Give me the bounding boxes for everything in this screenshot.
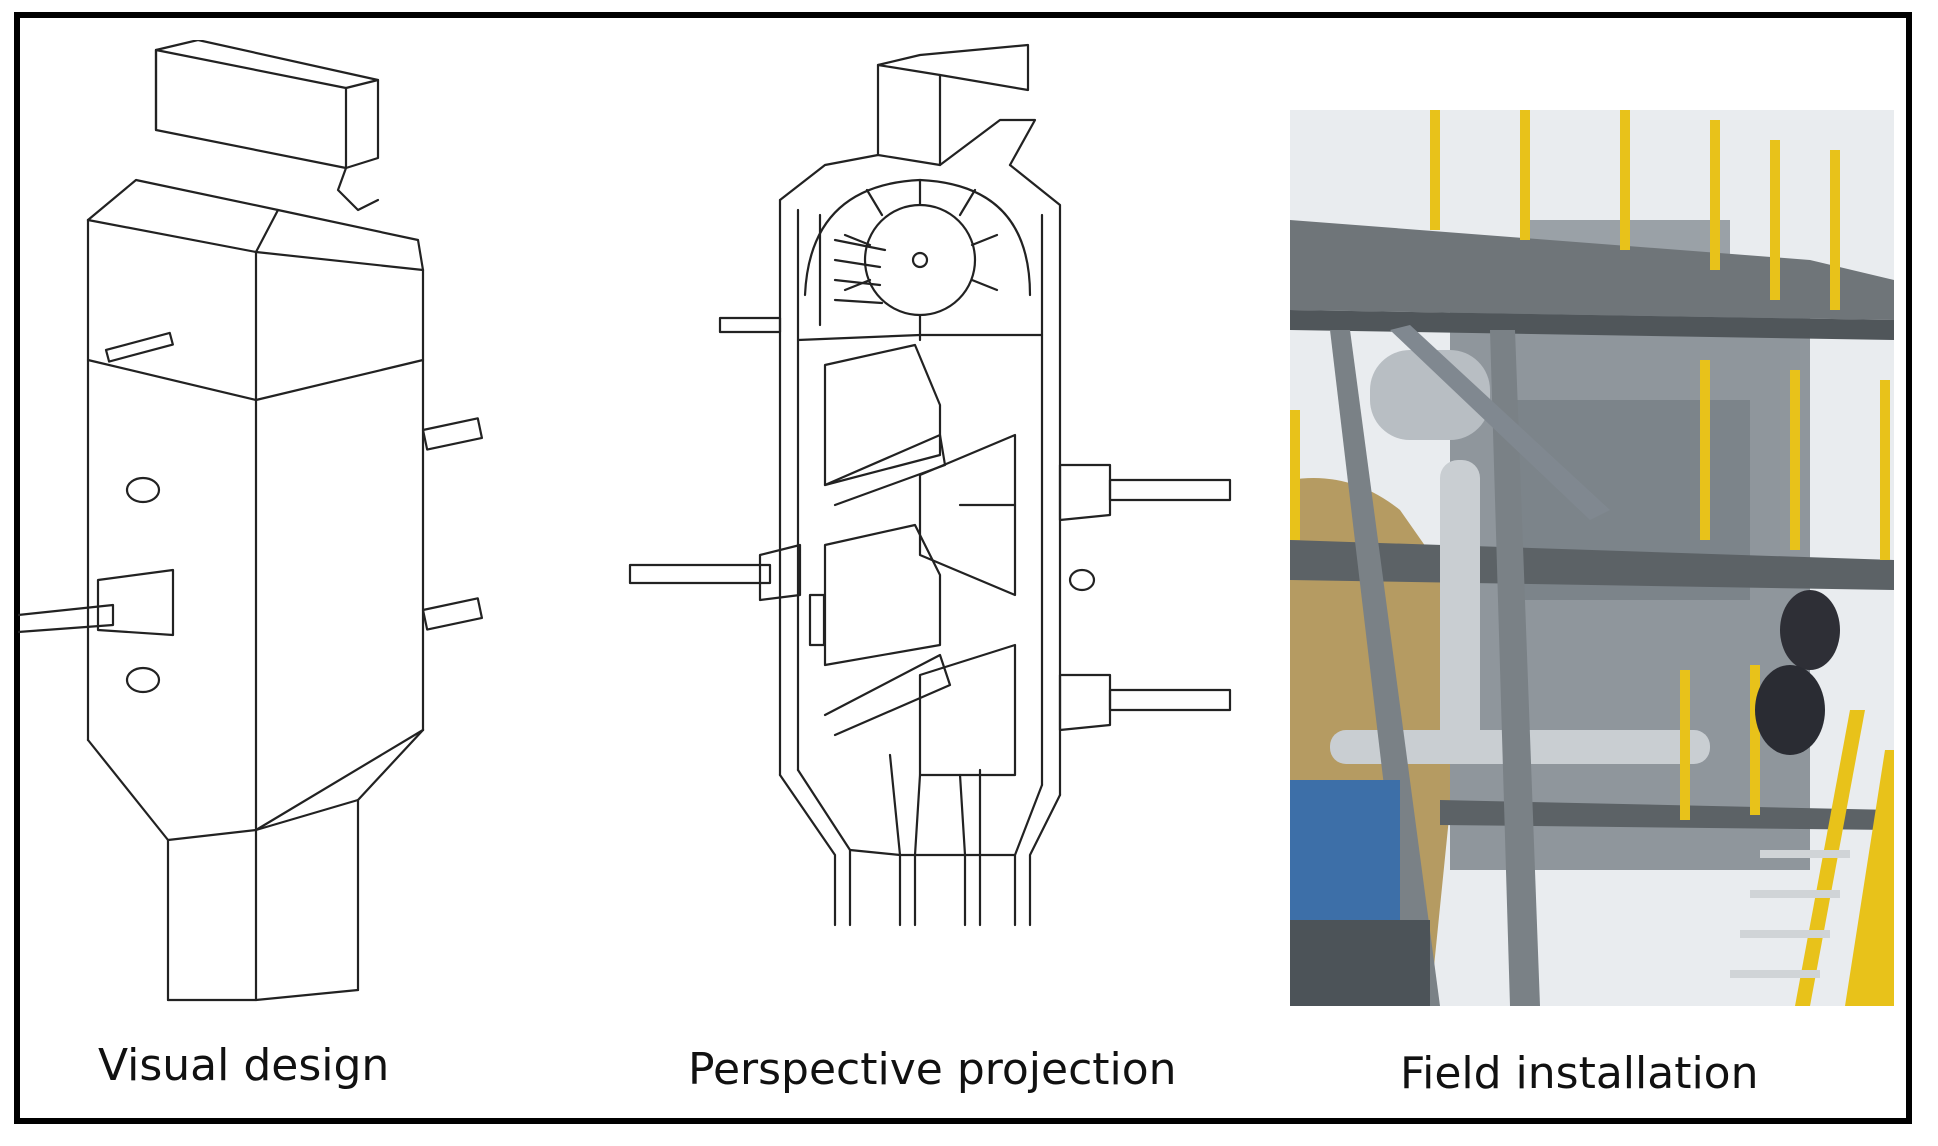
caption-perspective-projection: Perspective projection xyxy=(688,1044,1177,1095)
caption-field-installation: Field installation xyxy=(1400,1048,1759,1099)
visual-design-drawing xyxy=(18,40,518,1020)
perspective-projection-drawing xyxy=(620,35,1260,955)
caption-visual-design: Visual design xyxy=(98,1040,390,1091)
field-installation-photo xyxy=(1290,110,1894,1006)
